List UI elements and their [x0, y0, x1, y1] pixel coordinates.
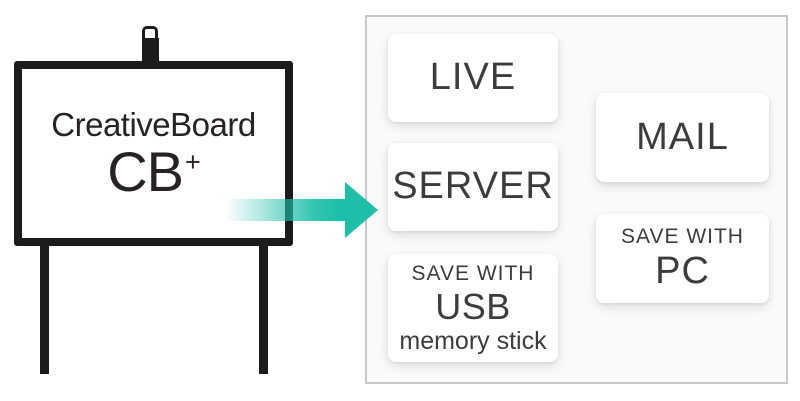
board-model: CB+: [107, 140, 201, 204]
server-button[interactable]: SERVER: [388, 143, 558, 231]
save-pc-button[interactable]: SAVE WITH PC: [596, 214, 769, 303]
server-button-label: SERVER: [392, 165, 554, 208]
mail-button[interactable]: MAIL: [596, 93, 769, 182]
board-leg-right: [259, 246, 268, 374]
mail-button-label: MAIL: [636, 115, 729, 158]
save-usb-button-line3: memory stick: [399, 327, 547, 356]
board-model-superscript: +: [185, 147, 201, 178]
live-button[interactable]: LIVE: [388, 34, 558, 122]
creativeboard-illustration: CreativeBoard CB+: [0, 0, 380, 401]
board-title: CreativeBoard: [51, 105, 256, 143]
board-leg-left: [40, 246, 49, 374]
save-usb-button[interactable]: SAVE WITH USB memory stick: [388, 254, 558, 362]
save-usb-button-line1: SAVE WITH: [411, 261, 535, 285]
save-pc-button-line2: PC: [655, 249, 710, 292]
live-button-label: LIVE: [429, 56, 517, 99]
save-usb-button-line2: USB: [435, 285, 511, 327]
output-options-panel: LIVE SERVER SAVE WITH USB memory stick M…: [365, 15, 788, 384]
board-model-text: CB: [107, 140, 184, 204]
whiteboard: CreativeBoard CB+: [14, 61, 293, 246]
save-pc-button-line1: SAVE WITH: [621, 224, 744, 248]
board-hook-post: [142, 38, 159, 63]
board-hook-ring: [142, 26, 158, 41]
